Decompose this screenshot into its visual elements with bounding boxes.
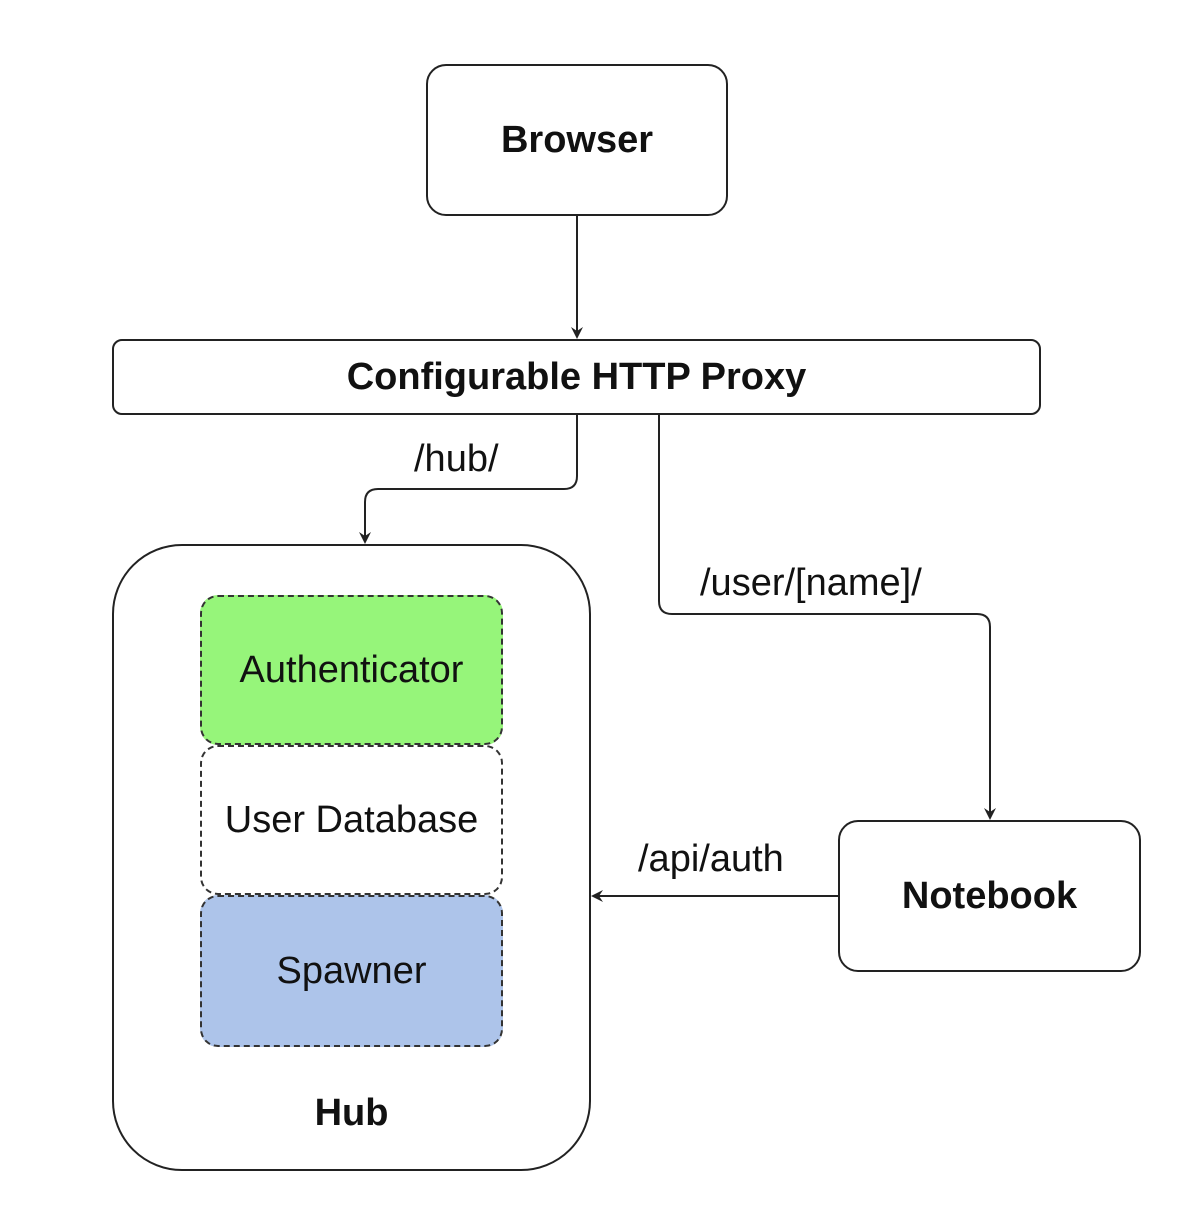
edge-label-api-auth-route: /api/auth xyxy=(638,838,784,880)
user-database-label: User Database xyxy=(224,798,479,841)
arrow-proxy-to-notebook xyxy=(658,415,996,820)
authenticator-component: Authenticator xyxy=(200,595,503,745)
browser-label: Browser xyxy=(500,118,654,161)
browser-node: Browser xyxy=(426,64,728,216)
notebook-node: Notebook xyxy=(838,820,1141,972)
proxy-node: Configurable HTTP Proxy xyxy=(112,339,1041,415)
spawner-component: Spawner xyxy=(200,895,503,1047)
spawner-label: Spawner xyxy=(276,949,427,992)
edge-label-hub-route: /hub/ xyxy=(414,438,499,480)
notebook-label: Notebook xyxy=(901,874,1078,917)
authenticator-label: Authenticator xyxy=(239,648,464,691)
edge-label-user-route: /user/[name]/ xyxy=(700,562,922,604)
user-database-component: User Database xyxy=(200,745,503,895)
arrow-proxy-to-hub xyxy=(359,415,578,544)
hub-label: Hub xyxy=(314,1092,389,1134)
proxy-label: Configurable HTTP Proxy xyxy=(346,355,807,398)
